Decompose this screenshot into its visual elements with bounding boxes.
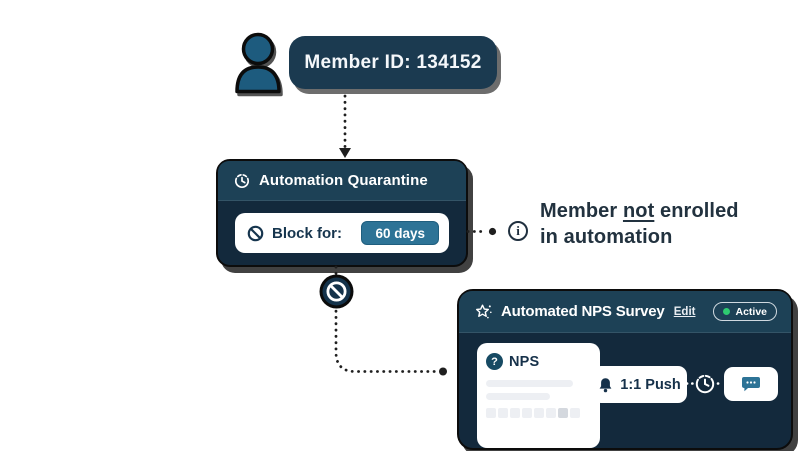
automation-quarantine-card: Automation Quarantine Block for: 60 days [216, 159, 468, 267]
active-status-dot [723, 308, 731, 315]
rating-scale-squares [486, 408, 591, 418]
note-line-2: in automation [540, 225, 673, 248]
note-line-1: Member not enrolled [540, 200, 739, 222]
chat-icon [742, 376, 760, 391]
nps-title: Automated NPS Survey [501, 303, 665, 320]
block-duration-row: Block for: 60 days [235, 213, 449, 253]
member-id-label: Member ID: 134152 [304, 51, 482, 73]
info-glyph: i [516, 223, 520, 238]
automated-nps-survey-card: Automated NPS Survey Edit Active ? NPS [457, 289, 793, 450]
nps-card-header: Automated NPS Survey Edit Active [459, 291, 791, 333]
skeleton-bar [486, 380, 573, 387]
skeleton-bar [486, 393, 550, 400]
quarantine-card-header: Automation Quarantine [218, 161, 466, 201]
nps-survey-block[interactable]: ? NPS [477, 343, 600, 448]
member-id-badge: Member ID: 134152 [289, 36, 497, 89]
quarantine-card-body: Block for: 60 days [218, 201, 466, 265]
nps-card-body: ? NPS 1:1 Push [459, 333, 791, 448]
connector-end-dot [439, 367, 447, 376]
active-status-label: Active [735, 305, 767, 318]
arrowhead-down [339, 148, 351, 158]
note-underlined-word: not [622, 200, 655, 222]
person-icon [235, 32, 281, 94]
chat-step-block[interactable] [724, 367, 778, 401]
block-for-label: Block for: [272, 224, 343, 242]
push-button-label: 1:1 Push [620, 376, 681, 393]
timer-icon [695, 374, 715, 394]
block-duration-button[interactable]: 60 days [361, 221, 439, 245]
quarantine-title: Automation Quarantine [259, 172, 428, 189]
info-icon[interactable]: i [508, 221, 528, 241]
not-enrolled-note: Member not enrolled in automation [540, 199, 739, 250]
nps-block-label: NPS [509, 353, 540, 370]
push-notification-button[interactable]: 1:1 Push [592, 366, 687, 403]
no-entry-icon [319, 274, 354, 309]
clock-icon [234, 173, 250, 188]
connector-end-dot [488, 227, 497, 236]
question-icon: ? [486, 353, 503, 370]
bell-icon [599, 377, 612, 392]
edit-link[interactable]: Edit [673, 305, 696, 318]
status-badge[interactable]: Active [713, 302, 777, 321]
star-icon [476, 304, 492, 318]
no-entry-icon [247, 225, 264, 241]
